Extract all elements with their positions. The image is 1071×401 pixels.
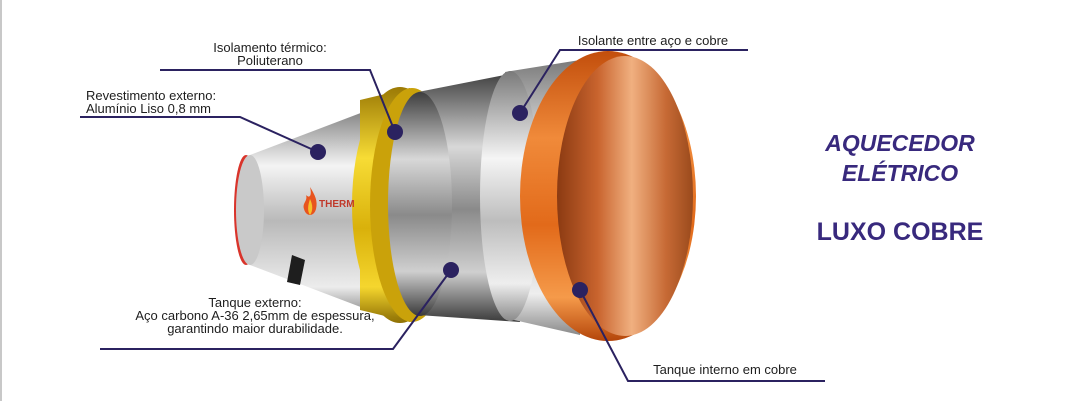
dot-isolamento [387,124,403,140]
brand-text: THERM [319,199,355,210]
leader-revestimento [80,116,319,153]
label-tanque-externo: Tanque externo: Aço carbono A-36 2,65mm … [100,296,410,335]
product-title-line2: ELÉTRICO [841,160,959,186]
product-title-line1: AQUECEDOR [825,130,975,156]
label-tanque-externo-line1: Tanque externo: [208,295,302,310]
label-revestimento-line2: Alumínio Liso 0,8 mm [86,101,211,116]
label-isolante-text: Isolante entre aço e cobre [577,33,729,48]
label-isolamento: Isolamento térmico: Poliuterano [190,41,350,67]
dot-tanque-externo [443,262,459,278]
label-tanque-externo-line2: Aço carbono A-36 2,65mm de espessura, [135,308,375,323]
support-foot [287,255,305,285]
dot-tanque-interno [572,282,588,298]
frame-edge [0,0,2,401]
dot-isolante [512,105,528,121]
leader-lines [80,49,825,382]
label-revestimento: Revestimento externo: Alumínio Liso 0,8 … [86,89,216,115]
brand-logo: THERM [300,183,355,227]
product-title: AQUECEDOR ELÉTRICO [770,128,1030,188]
label-tanque-interno-text: Tanque interno em cobre [653,362,797,377]
label-tanque-externo-line3: garantindo maior durabilidade. [167,321,343,336]
label-isolante: Isolante entre aço e cobre [558,34,748,47]
leader-tanque-externo [100,269,452,350]
callout-dots [310,105,588,298]
label-tanque-interno: Tanque interno em cobre [630,363,820,376]
flame-logo-icon [303,187,317,215]
label-revestimento-line1: Revestimento externo: [86,88,217,103]
leader-tanque-interno [579,289,825,382]
product-subtitle: LUXO COBRE [816,218,984,246]
label-isolamento-line2: Poliuterano [237,53,303,68]
leader-isolante [519,49,748,114]
dot-revestimento [310,144,326,160]
leader-isolamento [160,69,396,133]
label-isolamento-line1: Isolamento térmico: [213,40,327,55]
